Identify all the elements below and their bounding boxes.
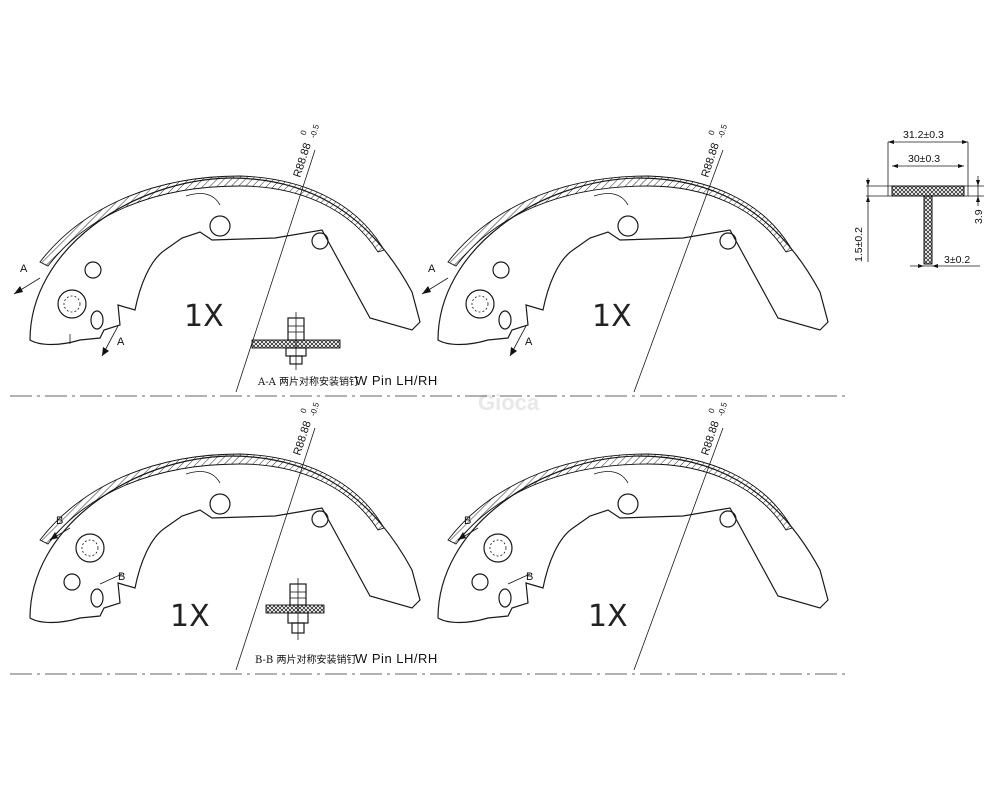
section-marker-a-1: A [428,263,436,275]
radius-label: R88.88 [291,419,313,456]
pin-note: W Pin LH/RH [355,373,438,388]
pin-detail [265,578,325,640]
section-a-a: A-A 两片对称安装销钉 W Pin LH/RH [251,312,438,388]
tolerance-lower: -0.5 [308,123,321,139]
tolerance-lower: -0.5 [308,401,321,417]
lining-thickness-label: 1.5±0.2 [853,227,865,262]
radius-label: R88.88 [699,419,721,456]
inner-width-label: 30±0.3 [908,153,940,165]
section-marker-b-1: B [464,515,471,527]
web-thickness-label: 3±0.2 [944,254,970,266]
shoe-view-3: B B 1X R88.88 0 -0.5 [29,401,421,671]
section-marker-a-2: A [117,336,125,348]
section-b-b: B-B 两片对称安装销钉 W Pin LH/RH [255,578,438,666]
section-marker-b-1: B [56,515,63,527]
section-caption: B-B 两片对称安装销钉 [255,653,356,666]
quantity-label: 1X [170,599,210,634]
tolerance-upper: 0 [707,129,717,137]
section-caption: A-A 两片对称安装销钉 [257,375,359,388]
quantity-label: 1X [588,599,628,634]
watermark: Gioca [478,390,540,415]
pin-note: W Pin LH/RH [355,651,438,666]
quantity-label: 1X [592,299,632,334]
radius-label: R88.88 [699,141,721,178]
tolerance-upper: 0 [299,129,309,137]
radius-label: R88.88 [291,141,313,178]
tolerance-lower: -0.5 [716,401,729,417]
tolerance-upper: 0 [299,407,309,415]
shoe-view-2: A A 1X R88.88 0 -0.5 [421,123,829,393]
height-label: 3.9 [973,209,985,224]
section-marker-b-2: B [118,571,125,583]
section-marker-a-1: A [20,263,28,275]
shoe-view-4: B B 1X R88.88 0 -0.5 [437,401,829,671]
tolerance-lower: -0.5 [716,123,729,139]
section-marker-a-2: A [525,336,533,348]
pin-detail [251,312,341,370]
profile-section: 31.2±0.3 30±0.3 1.5±0.2 3.9 3±0.2 [853,129,985,268]
quantity-label: 1X [184,299,224,334]
tolerance-upper: 0 [707,407,717,415]
shoe-view-1: A A 1X R88.88 0 -0.5 [13,123,421,393]
overall-width-label: 31.2±0.3 [903,129,944,141]
section-marker-b-2: B [526,571,533,583]
